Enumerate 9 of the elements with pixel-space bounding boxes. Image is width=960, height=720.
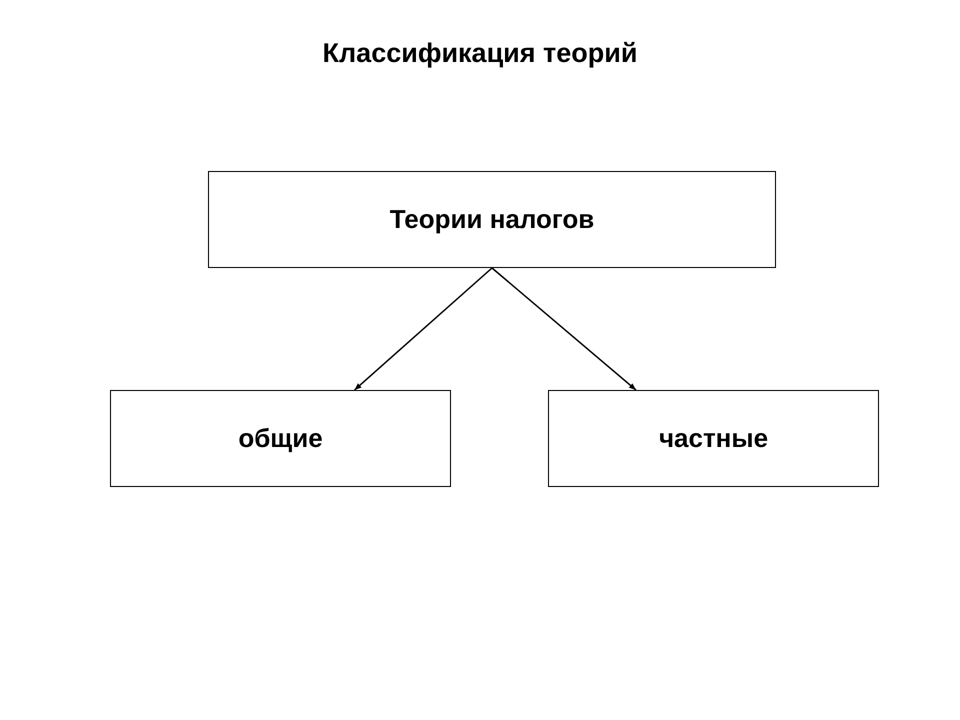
box-label: частные bbox=[658, 423, 768, 454]
category-box bbox=[548, 390, 879, 487]
box-label: Теории налогов bbox=[390, 204, 594, 235]
arrow bbox=[354, 267, 492, 391]
box-label: общие bbox=[238, 423, 323, 454]
arrow bbox=[492, 267, 636, 391]
category-box bbox=[110, 390, 451, 487]
category-box bbox=[208, 171, 776, 268]
diagram-title: Классификация теорий bbox=[322, 38, 638, 69]
